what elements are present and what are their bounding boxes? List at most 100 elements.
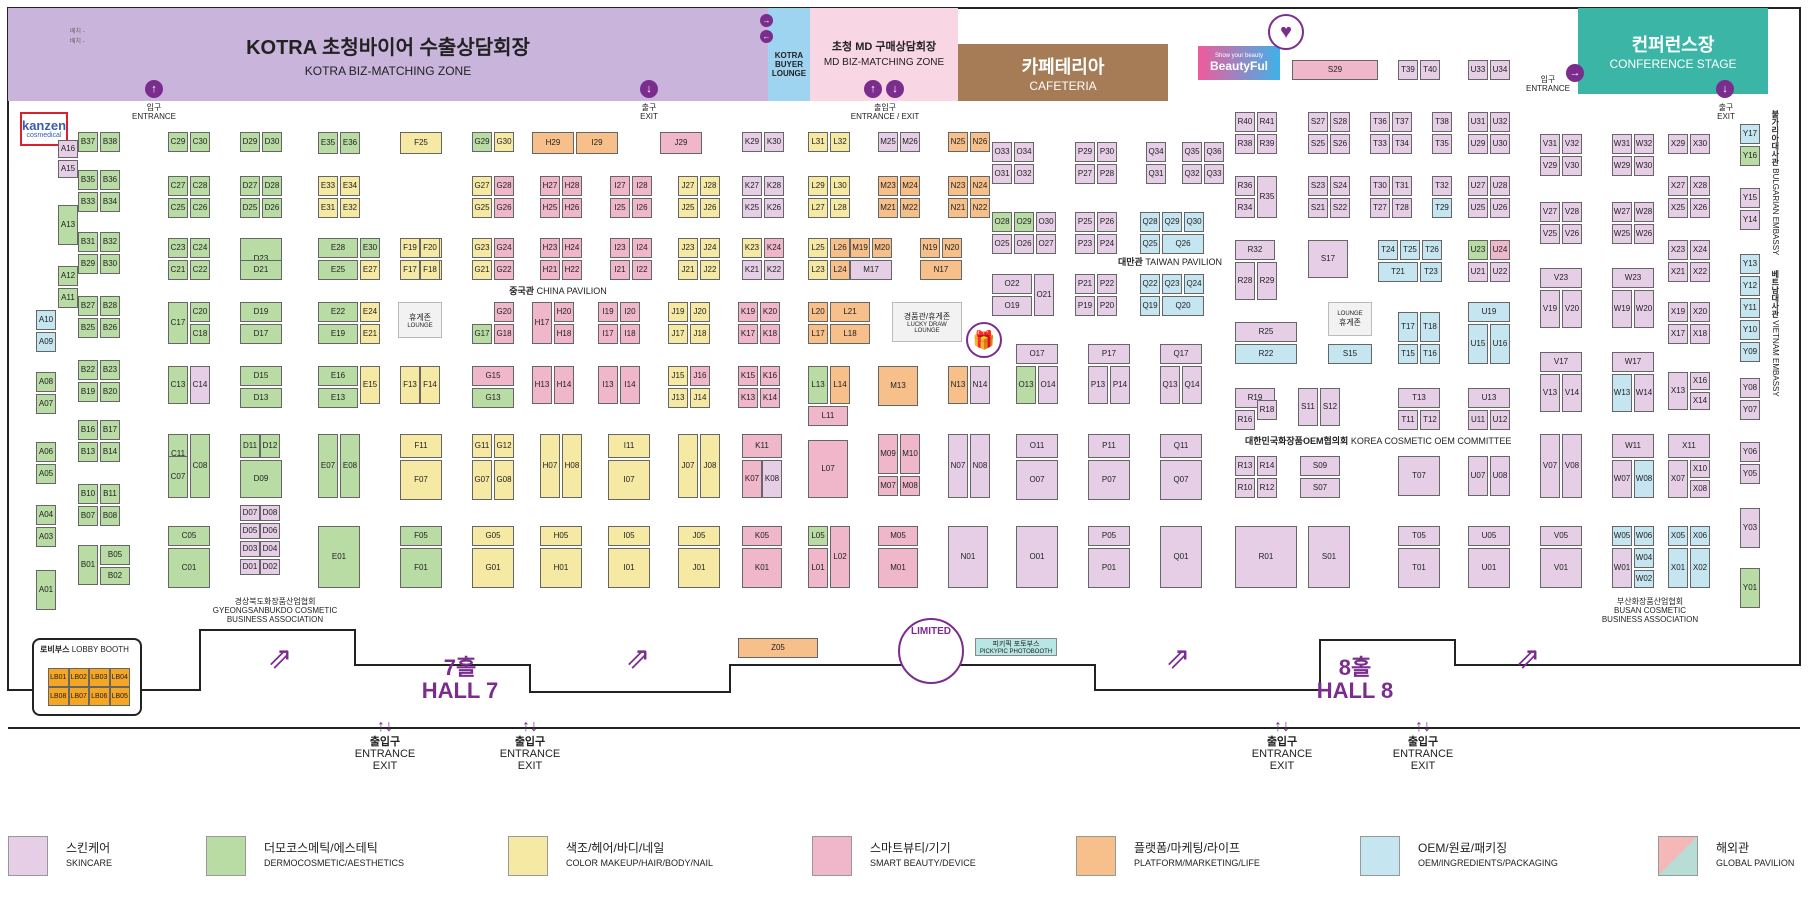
booth-b30: B30 [100,254,120,274]
arrow-up-icon: ↑ [145,80,163,98]
booth-t21: T21 [1378,262,1418,282]
lucky-draw-en2: LOUNGE [914,327,940,334]
booth-l31: L31 [808,132,828,152]
booth-x17: X17 [1668,324,1688,344]
booth-t31: T31 [1392,176,1412,196]
booth-d05: D05 [240,523,260,539]
booth-w32: W32 [1634,134,1654,154]
booth-e21: E21 [360,324,380,344]
booth-e30: E30 [360,238,380,258]
booth-y03: Y03 [1740,508,1760,548]
booth-d12: D12 [260,434,280,458]
booth-c23: C23 [168,238,188,258]
booth-f14: F14 [420,366,440,404]
booth-u24: U24 [1490,240,1510,260]
booth-g25: G25 [472,198,492,218]
booth-d11: D11 [240,434,260,458]
lobby-booth-lb01: LB01 [48,668,69,687]
booth-c27: C27 [168,176,188,196]
booth-u25: U25 [1468,198,1488,218]
booth-c22: C22 [190,260,210,280]
booth-i17: I17 [598,324,618,344]
booth-a10: A10 [36,310,56,330]
booth-t26: T26 [1422,240,1442,260]
booth-t36: T36 [1370,112,1390,132]
booth-x11: X11 [1668,434,1710,458]
booth-x01: X01 [1668,548,1688,588]
booth-e08: E08 [340,434,360,498]
booth-k28: K28 [764,176,784,196]
booth-i26: I26 [632,198,652,218]
booth-m13: M13 [878,366,918,406]
booth-e07: E07 [318,434,338,498]
booth-q14: Q14 [1182,366,1202,404]
booth-q24: Q24 [1184,274,1204,294]
booth-s07: S07 [1300,478,1340,498]
booth-a13: A13 [58,205,78,245]
booth-g24: G24 [494,238,514,258]
booth-u33: U33 [1468,60,1488,80]
booth-s01: S01 [1308,526,1350,588]
beautyful-logo: Show your beauty BeautyFul [1198,46,1280,80]
booth-r18: R18 [1257,400,1277,420]
booth-l30: L30 [830,176,850,196]
lucky-draw-lounge: 경품관/휴게존 LUCKY DRAW LOUNGE [892,302,962,342]
booth-j18: J18 [690,324,710,344]
booth-f18: F18 [420,260,440,280]
booth-q34: Q34 [1146,142,1166,162]
cafeteria-title: 카페테리아 [1021,56,1105,77]
kotra-zone-subtitle: KOTRA BIZ-MATCHING ZONE [304,64,472,78]
booth-o29: O29 [1014,212,1034,232]
booth-k17: K17 [738,324,758,344]
booth-q29: Q29 [1162,212,1182,232]
booth-r01: R01 [1235,526,1297,588]
booth-m26: M26 [900,132,920,152]
booth-y07: Y07 [1740,400,1760,420]
booth-v07: V07 [1540,434,1560,498]
booth-o33: O33 [992,142,1012,162]
conference-title: 컨퍼런스장 [1631,35,1715,55]
booth-j28: J28 [700,176,720,196]
arrow-up-icon: ↑ [864,80,882,98]
booth-t37: T37 [1392,112,1412,132]
booth-j19: J19 [668,302,688,322]
lounge-2: LOUNGE 휴게존 [1328,302,1372,336]
booth-t27: T27 [1370,198,1390,218]
booth-s27: S27 [1308,112,1328,132]
booth-r29: R29 [1257,262,1277,300]
booth-f20: F20 [420,238,440,258]
booth-m05: M05 [878,526,918,546]
booth-q28: Q28 [1140,212,1160,232]
booth-a15: A15 [58,160,78,178]
booth-b01: B01 [78,545,98,585]
booth-n26: N26 [970,132,990,152]
arrow-down-icon: ↓ [640,80,658,98]
booth-i13: I13 [598,366,618,404]
booth-b34: B34 [100,192,120,212]
booth-l28: L28 [830,198,850,218]
booth-l02: L02 [830,526,850,588]
booth-t15: T15 [1398,344,1418,364]
booth-o19: O19 [992,296,1032,316]
booth-p25: P25 [1075,212,1095,232]
booth-a06: A06 [36,442,56,462]
booth-f01: F01 [400,548,442,588]
booth-f11: F11 [400,434,442,458]
lounge-1-ko: 휴게존 [408,312,432,322]
lucky-draw-en1: LUCKY DRAW [907,321,947,328]
booth-p21: P21 [1075,274,1095,294]
booth-j14: J14 [690,388,710,408]
booth-q35: Q35 [1182,142,1202,162]
booth-q17: Q17 [1160,344,1202,364]
booth-j13: J13 [668,388,688,408]
booth-q07: Q07 [1160,460,1202,500]
booth-j15: J15 [668,366,688,386]
booth-y10: Y10 [1740,320,1760,340]
escalator-icon: ⇗ [625,641,651,675]
booth-e15: E15 [360,366,380,404]
